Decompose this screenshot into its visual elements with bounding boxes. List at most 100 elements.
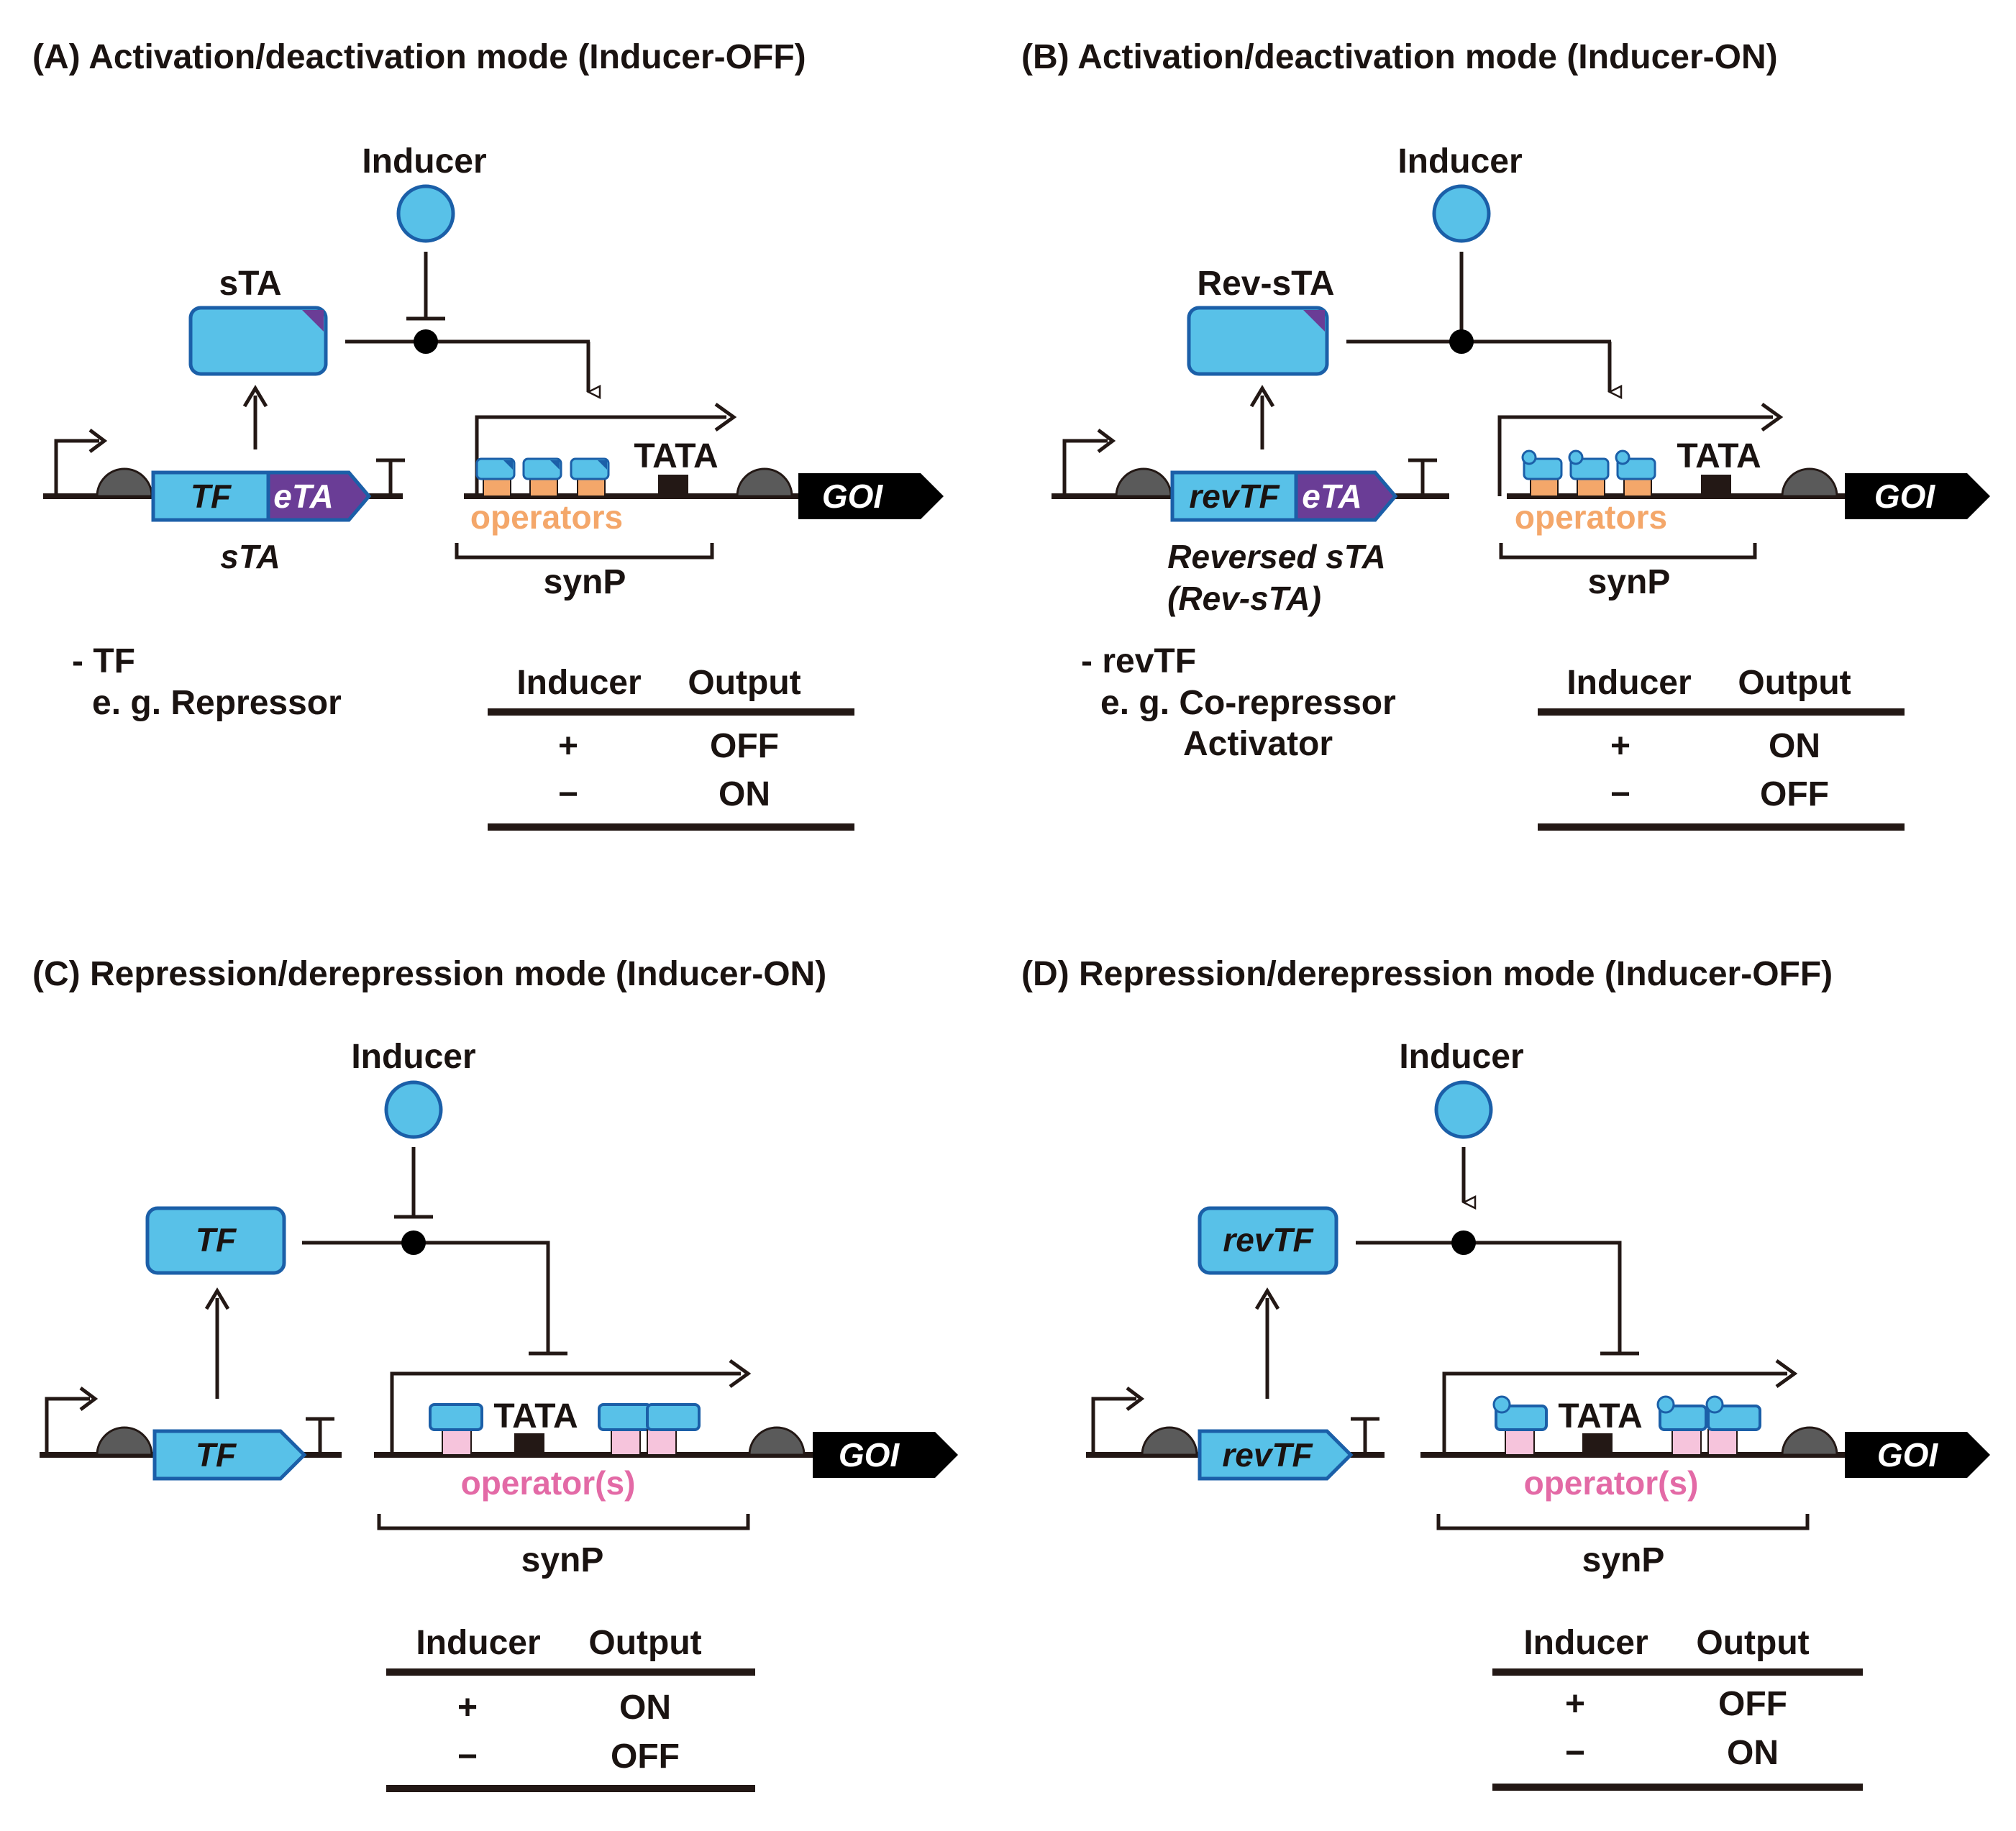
tata-box (1582, 1433, 1613, 1455)
transcription-arrow (390, 1371, 741, 1455)
transcription-arrow (1497, 415, 1773, 496)
operator-site (1568, 449, 1610, 497)
gene-caption: sTA (220, 538, 280, 575)
operators-label: operator(s) (461, 1464, 636, 1502)
terminator-icon (376, 458, 405, 496)
goi-label: GOI (822, 478, 884, 515)
revtf-gene-label: revTF (1189, 478, 1280, 515)
panel-title: (A) Activation/deactivation mode (Induce… (32, 38, 806, 76)
table-header-output: Output (1696, 1624, 1809, 1662)
eta-gene (266, 470, 372, 522)
truth-table: Inducer Output + ON − OFF (386, 1624, 755, 1792)
rbs-icon (1781, 1426, 1838, 1456)
terminator-icon (1408, 458, 1437, 496)
tata-label: TATA (1558, 1397, 1642, 1435)
synp-bracket (1436, 1514, 1810, 1530)
operator-site (475, 457, 516, 497)
panel-c: (C) Repression/derepression mode (Induce… (32, 955, 958, 1792)
synp-label: synP (544, 563, 626, 601)
expression-arrowhead (242, 385, 268, 408)
note-line: Activator (1183, 725, 1333, 763)
table-cell: ON (1769, 727, 1820, 765)
tata-box (658, 475, 688, 496)
gene-caption: (Rev-sTA) (1167, 580, 1321, 617)
note-line: e. g. Repressor (92, 684, 342, 722)
operator-site (1615, 449, 1656, 497)
tf-gene-label: TF (196, 1436, 237, 1474)
tata-label: TATA (634, 437, 718, 475)
expression-arrowhead (1249, 385, 1275, 408)
rbs-icon (1141, 1426, 1198, 1456)
panel-title: (D) Repression/derepression mode (Induce… (1021, 955, 1833, 993)
tata-box (514, 1433, 544, 1455)
rbs-icon (96, 467, 153, 498)
synp-bracket (377, 1514, 750, 1530)
inducer-label: Inducer (1397, 142, 1522, 181)
table-header-output: Output (688, 664, 801, 702)
tata-label: TATA (493, 1397, 578, 1435)
inducer-icon (1432, 184, 1491, 243)
operators-label: operators (1515, 498, 1667, 536)
table-cell: + (1565, 1685, 1585, 1723)
eta-corner (1303, 310, 1325, 332)
promoter-arrowhead (88, 429, 108, 453)
panel-b: (B) Activation/deactivation mode (Induce… (1021, 38, 1990, 831)
signal-line (1356, 1241, 1622, 1353)
inducer-icon (1434, 1080, 1493, 1139)
table-cell: − (457, 1738, 478, 1776)
terminator-icon (306, 1417, 334, 1455)
goi-gene (798, 473, 944, 519)
inducer-label: Inducer (362, 142, 486, 181)
table-cell: ON (619, 1689, 671, 1727)
transcription-arrowhead (1761, 402, 1784, 432)
tf-gene (152, 1429, 307, 1481)
revtf-protein-box (1198, 1206, 1338, 1275)
inducer-label: Inducer (351, 1038, 475, 1076)
synp-label: synP (521, 1541, 604, 1579)
tata-label: TATA (1677, 437, 1761, 475)
goi-gene (1845, 473, 1990, 519)
promoter-arrow (1091, 1397, 1136, 1455)
rbs-icon (748, 1426, 806, 1456)
tata-box (1701, 475, 1731, 496)
terminator-icon (1351, 1417, 1379, 1455)
tf-protein-box (145, 1206, 286, 1275)
synp-label: synP (1588, 563, 1671, 601)
operator-site (570, 457, 610, 497)
operator-site (1521, 449, 1563, 497)
gene-caption: Reversed sTA (1167, 538, 1385, 575)
promoter-arrowhead (1126, 1387, 1145, 1411)
table-header-output: Output (588, 1624, 701, 1662)
table-cell: OFF (710, 727, 779, 765)
inducer-label: Inducer (1399, 1038, 1523, 1076)
table-cell: OFF (1718, 1685, 1787, 1723)
junction-dot (1449, 329, 1474, 354)
rbs-icon (1115, 467, 1172, 498)
transcription-arrowhead (1775, 1359, 1798, 1389)
eta-gene (1294, 470, 1398, 522)
transcription-arrowhead (714, 402, 737, 432)
operator-site (1492, 1395, 1548, 1456)
table-cell: + (1610, 727, 1630, 765)
promoter-arrow (1062, 439, 1108, 496)
protein-label: revTF (1223, 1221, 1314, 1259)
operator-site (598, 1403, 652, 1456)
table-header-output: Output (1738, 664, 1851, 702)
protein-label: Rev-sTA (1197, 265, 1334, 303)
expression-arrowhead (1254, 1287, 1280, 1310)
goi-gene (813, 1432, 958, 1478)
synp-bracket (1499, 543, 1757, 560)
operator-site (1656, 1395, 1707, 1456)
transcription-arrowhead (729, 1359, 752, 1389)
table-cell: + (457, 1689, 478, 1727)
table-header-inducer: Inducer (516, 664, 641, 702)
junction-dot (414, 329, 438, 354)
note-line: - revTF (1081, 642, 1196, 680)
table-cell: ON (719, 775, 770, 813)
synp-label: synP (1582, 1541, 1665, 1579)
panel-a: (A) Activation/deactivation mode (Induce… (32, 38, 944, 831)
table-cell: − (1565, 1734, 1585, 1772)
note-line: e. g. Co-repressor (1100, 684, 1396, 722)
revtf-gene (1170, 470, 1298, 522)
